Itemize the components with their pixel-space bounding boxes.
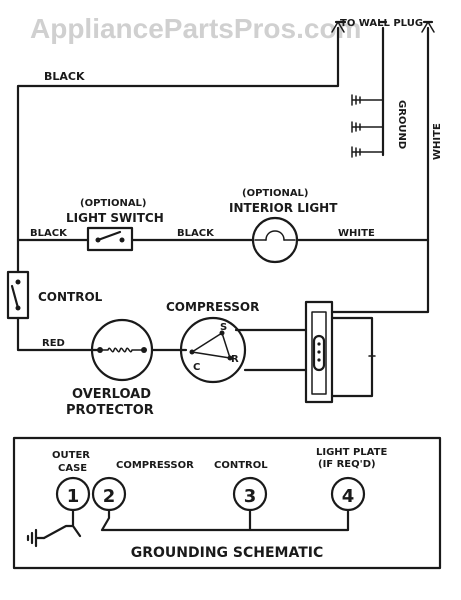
label-black-top: BLACK <box>44 70 85 83</box>
label-white-mid: WHITE <box>338 228 375 239</box>
ground-symbols <box>351 94 384 158</box>
label-overload: OVERLOAD <box>72 387 151 402</box>
wire-white-right <box>330 26 430 314</box>
grounding-box <box>12 436 442 570</box>
ground-bus <box>42 508 350 540</box>
label-control: CONTROL <box>38 290 103 304</box>
label-protector: PROTECTOR <box>66 403 154 418</box>
label-optional-light: (OPTIONAL) <box>242 188 309 199</box>
terminal-r: R <box>231 354 239 365</box>
wire-relay-loop <box>330 316 374 398</box>
label-optional-switch: (OPTIONAL) <box>80 198 147 209</box>
plug-arrow-right <box>421 21 435 33</box>
wire-black-top <box>16 26 340 274</box>
label-light-switch: LIGHT SWITCH <box>66 211 164 225</box>
terminal-s: S <box>220 322 227 333</box>
label-outer: OUTER <box>52 450 90 461</box>
ground-node-1: 1 <box>55 476 91 512</box>
svg-text:2: 2 <box>103 486 116 507</box>
svg-text:3: 3 <box>244 486 257 507</box>
label-compressor: COMPRESSOR <box>166 300 259 314</box>
light-switch <box>86 226 134 252</box>
ground-node-4: 4 <box>330 476 366 512</box>
label-black-left: BLACK <box>30 228 68 239</box>
label-ground-control: CONTROL <box>214 460 268 471</box>
watermark: AppliancePartsPros.com <box>30 13 361 44</box>
grounding-title: GROUNDING SCHEMATIC <box>131 545 324 561</box>
ground-node-3: 3 <box>232 476 268 512</box>
terminal-c: C <box>193 362 200 373</box>
label-red: RED <box>42 338 65 349</box>
label-to-wall-plug: TO WALL PLUG <box>340 18 423 29</box>
svg-text:1: 1 <box>67 486 80 507</box>
label-ground-compressor: COMPRESSOR <box>116 460 194 471</box>
label-black-mid: BLACK <box>177 228 215 239</box>
label-interior-light: INTERIOR LIGHT <box>229 201 338 215</box>
label-if-reqd: (IF REQ'D) <box>318 459 376 470</box>
ground-node-2: 2 <box>91 476 127 512</box>
label-ground: GROUND <box>396 100 407 149</box>
plug-arrow-left <box>331 21 345 33</box>
svg-text:4: 4 <box>342 486 355 507</box>
start-relay <box>304 300 334 404</box>
label-light-plate: LIGHT PLATE <box>316 447 387 458</box>
compressor <box>179 316 247 384</box>
label-case: CASE <box>58 463 87 474</box>
control-switch <box>6 270 30 320</box>
wire-left-lower <box>16 316 97 352</box>
label-white-right: WHITE <box>432 123 443 160</box>
chassis-ground-icon <box>26 528 46 548</box>
interior-light <box>251 216 299 264</box>
